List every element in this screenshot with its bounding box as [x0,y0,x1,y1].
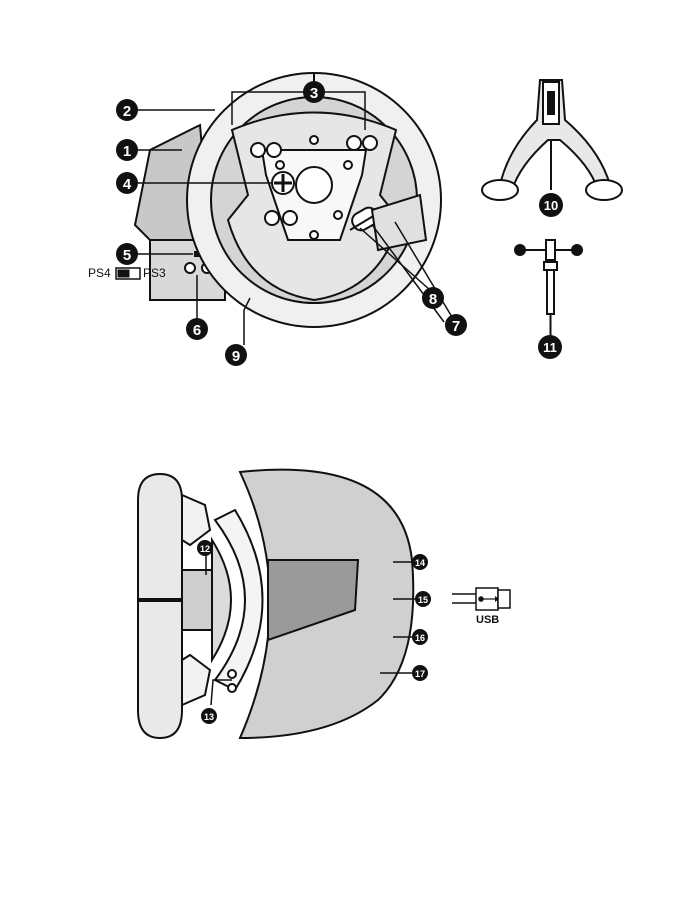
callout-16: 16 [412,629,428,645]
callout-7: 7 [445,314,467,336]
callout-5: 5 [116,243,138,265]
callout-3: 3 [303,81,325,103]
callout-8-number: 8 [429,291,437,308]
side-hub [182,570,212,630]
d-pad [272,172,294,194]
callout-1: 1 [116,139,138,161]
callout-3-number: 3 [310,85,318,102]
mode-switch-right-label: PS3 [143,266,166,280]
front-view [135,73,441,327]
callout-9-number: 9 [232,348,240,365]
callout-13-number: 13 [204,712,214,722]
callout-7-number: 7 [452,318,460,335]
mode-switch-knob [118,270,130,278]
callout-9: 9 [225,344,247,366]
callout-14-number: 14 [415,558,425,568]
callout-1-number: 1 [123,143,131,160]
mode-switch: PS4 PS3 [88,266,166,280]
callout-5-number: 5 [123,247,131,264]
callout-15: 15 [415,591,431,607]
side-wheel-rim [138,474,182,738]
callout-6: 6 [186,318,208,340]
callout-10: 10 [539,193,563,217]
usb-label: USB [476,614,499,626]
table-clamp [482,80,622,200]
callout-11: 11 [538,335,562,359]
callout-4: 4 [116,172,138,194]
side-view [138,470,413,738]
callout-11-number: 11 [543,340,557,355]
usb-connector [452,588,510,610]
base-button-left [185,263,195,273]
callout-14: 14 [412,554,428,570]
callout-4-number: 4 [123,176,132,193]
wheel-hub [296,167,332,203]
callout-6-number: 6 [193,322,201,339]
mounting-pin [515,240,582,336]
callout-10-number: 10 [544,198,558,213]
mode-switch-left-label: PS4 [88,266,111,280]
callout-2: 2 [116,99,138,121]
callout-8: 8 [422,287,444,309]
callout-16-number: 16 [415,633,425,643]
callout-12-number: 12 [200,544,210,554]
callout-17: 17 [412,665,428,681]
callout-2-number: 2 [123,103,131,120]
callout-15-number: 15 [418,595,428,605]
callout-12: 12 [197,540,213,556]
callout-17-number: 17 [415,669,425,679]
callout-13: 13 [201,708,217,724]
